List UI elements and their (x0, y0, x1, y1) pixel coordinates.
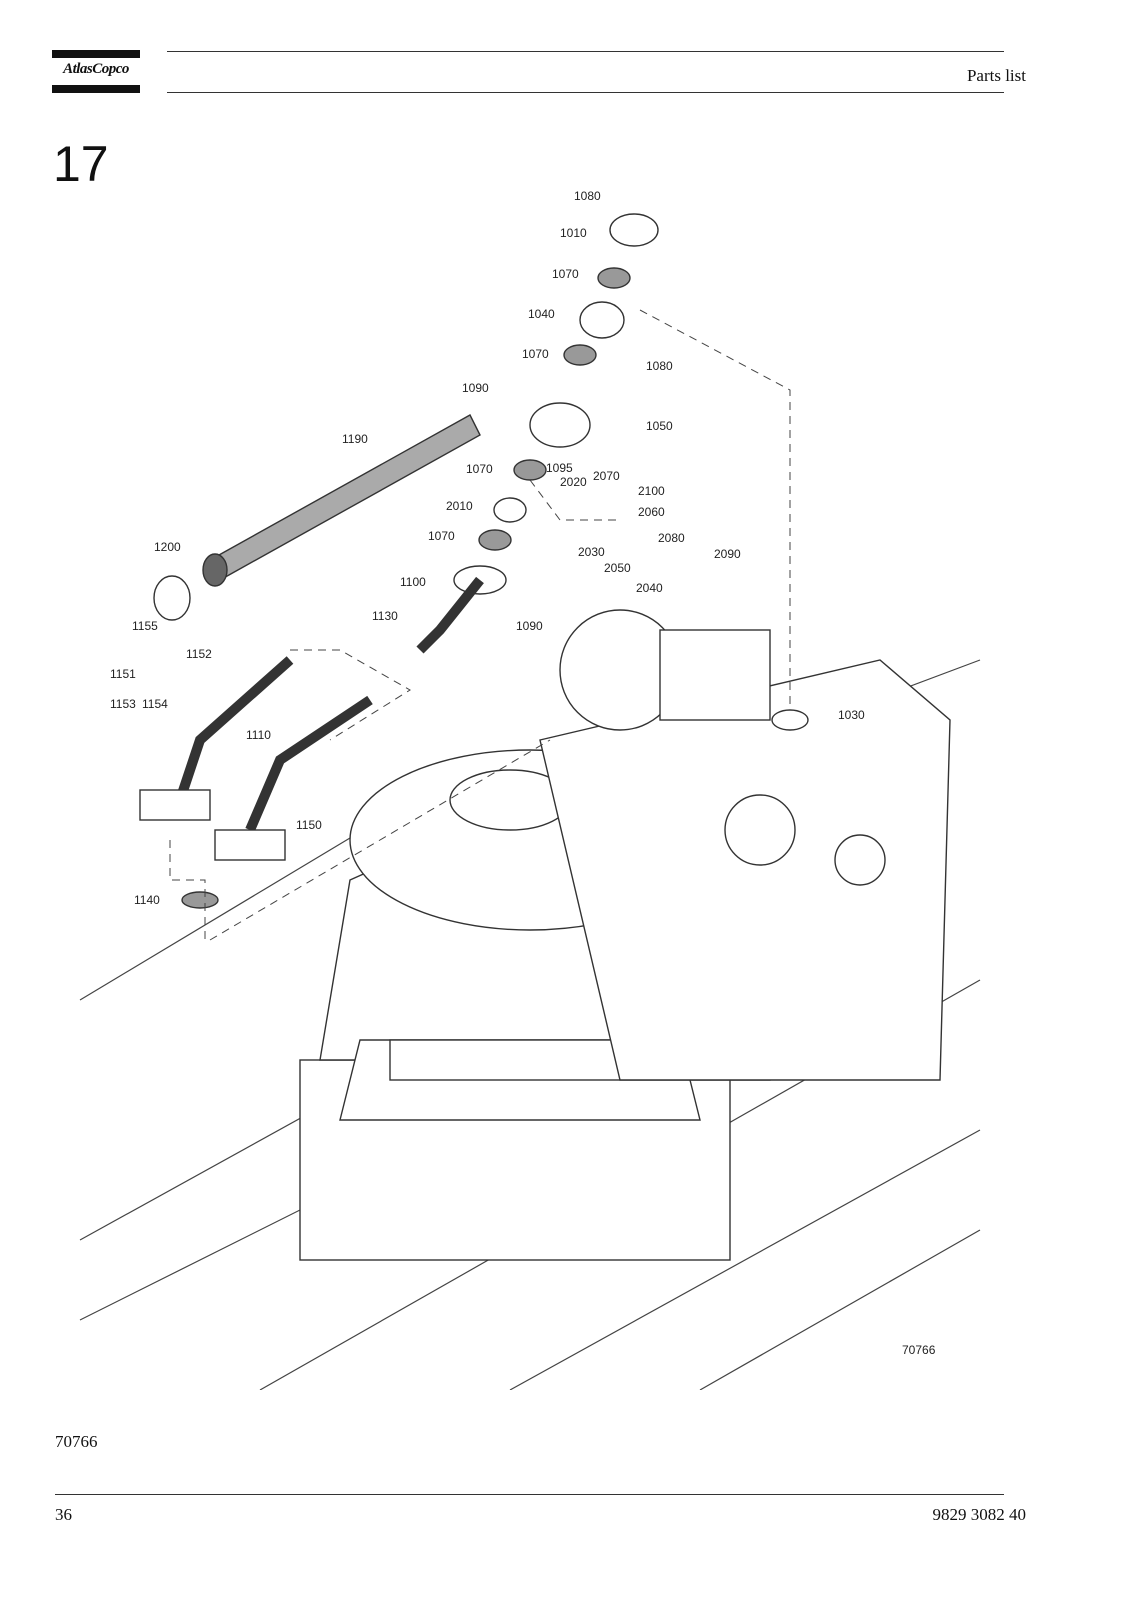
callout-label: 1080 (646, 359, 673, 373)
page-header-title: Parts list (966, 66, 1026, 85)
callout-label: 1040 (528, 307, 555, 321)
header-bottom-rule (167, 92, 1004, 93)
exploded-parts (139, 213, 809, 909)
callout-labels: 1080 1010 1070 1040 1070 1080 1090 1050 … (110, 189, 936, 1357)
logo-wordmark: AtlasCopco (63, 61, 129, 77)
callout-label: 2100 (638, 484, 665, 498)
header-top-rule (167, 51, 1004, 52)
callout-label: 1095 (546, 461, 573, 475)
callout-label: 2090 (714, 547, 741, 561)
logo-top-bar (52, 50, 140, 58)
callout-label: 2080 (658, 531, 685, 545)
section-number: 17 (53, 136, 109, 192)
callout-label: 2010 (446, 499, 473, 513)
callout-label: 1152 (186, 647, 212, 661)
callout-label: 1070 (552, 267, 579, 281)
callout-label: 1050 (646, 419, 673, 433)
callout-label: 1154 (142, 697, 168, 711)
atlas-copco-logo: AtlasCopco (52, 50, 140, 94)
callout-label: 1130 (372, 609, 398, 623)
exploded-parts-drawing: 1080 1010 1070 1040 1070 1080 1090 1050 … (79, 189, 981, 1390)
callout-label: 1070 (466, 462, 493, 476)
drawing-id-label: 70766 (55, 1432, 98, 1451)
callout-label: 1110 (246, 728, 271, 742)
leader-dashes (169, 309, 791, 941)
callout-label: 1190 (342, 432, 368, 446)
separator-machine (299, 749, 771, 1261)
callout-label: 2020 (560, 475, 587, 489)
callout-label: 1140 (134, 893, 160, 907)
drawing-image-number: 70766 (902, 1343, 936, 1357)
callout-label: 2060 (638, 505, 665, 519)
callout-label: 1080 (574, 189, 601, 203)
callout-label: 1070 (522, 347, 549, 361)
callout-label: 1155 (132, 619, 158, 633)
callout-label: 1070 (428, 529, 455, 543)
callout-label: 2030 (578, 545, 605, 559)
callout-label: 2040 (636, 581, 663, 595)
page-number: 36 (55, 1505, 72, 1524)
callout-label: 1151 (110, 667, 136, 681)
callout-label: 1090 (516, 619, 543, 633)
callout-label: 1030 (838, 708, 865, 722)
callout-label: 1150 (296, 818, 322, 832)
callout-label: 1100 (400, 575, 426, 589)
callout-label: 1200 (154, 540, 181, 554)
callout-label: 1153 (110, 697, 136, 711)
callout-label: 2050 (604, 561, 631, 575)
callout-label: 1090 (462, 381, 489, 395)
document-number: 9829 3082 40 (932, 1505, 1027, 1524)
footer-rule (55, 1494, 1004, 1495)
compressor-unit (539, 609, 951, 1081)
callout-label: 1010 (560, 226, 587, 240)
logo-bottom-bar (52, 85, 140, 93)
callout-label: 2070 (593, 469, 620, 483)
